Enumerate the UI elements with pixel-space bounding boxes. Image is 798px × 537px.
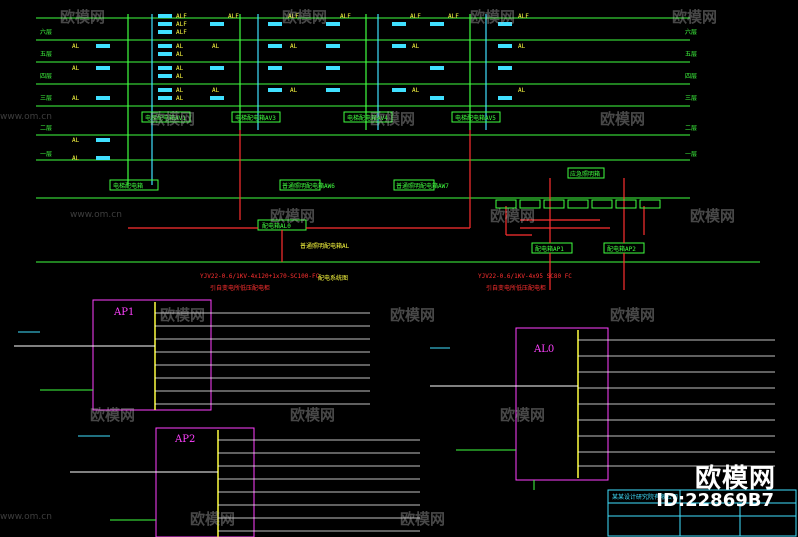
svg-text:AL: AL [290, 43, 298, 50]
al0-circuits [578, 339, 775, 467]
svg-text:AL: AL [212, 43, 220, 50]
svg-text:AL: AL [176, 87, 184, 94]
svg-text:ALF: ALF [228, 13, 239, 20]
svg-text:AL: AL [176, 43, 184, 50]
left-panel-label: 电梯配电箱 [113, 182, 143, 190]
title-block-company: 某某设计研究院有限公司 [612, 493, 678, 501]
svg-text:AL: AL [72, 155, 80, 162]
svg-text:五层: 五层 [40, 51, 52, 58]
breaker-blocks [96, 14, 512, 160]
svg-text:AL: AL [176, 95, 184, 102]
al0-title: AL0 [533, 344, 554, 355]
ap-panel-label-1: 配电箱AP1 [535, 245, 564, 253]
floor-lines [36, 17, 760, 263]
svg-text:ALF: ALF [518, 13, 529, 20]
svg-text:AL: AL [176, 73, 184, 80]
svg-text:YJV22-0.6/1KV-4x120+1x70-SC100: YJV22-0.6/1KV-4x120+1x70-SC100-FC [200, 273, 320, 280]
ap2-panel: AP2 [70, 427, 255, 537]
floor-label-3: 三层 [685, 95, 697, 102]
mid-box-label-1: 普通照明配电箱AW6 [282, 182, 335, 190]
floor-label-1: 一层 [685, 151, 697, 158]
dist-box-label-1: 电梯配电箱AV1 [145, 114, 186, 122]
red-notes: YJV22-0.6/1KV-4x120+1x70-SC100-FC 引自变电所低… [200, 242, 572, 292]
ap-breaker-row [495, 199, 661, 209]
red-feeders [128, 130, 645, 290]
ap2-circuits [218, 439, 420, 532]
svg-text:ALF: ALF [448, 13, 459, 20]
svg-text:ALF: ALF [410, 13, 421, 20]
cyan-annotations [18, 331, 450, 437]
dist-box-label-3: 电梯配电箱AV4 [347, 114, 388, 122]
dist-box-label-4: 电梯配电箱AV5 [455, 114, 496, 122]
riser-box-labels: 电梯配电箱AV1 电梯配电箱AV3 电梯配电箱AV4 电梯配电箱AV5 电梯配电… [113, 114, 636, 253]
svg-text:AL: AL [176, 51, 184, 58]
floor-label-4: 四层 [685, 73, 697, 80]
floor-label-6: 六层 [685, 28, 697, 36]
svg-text:AL: AL [412, 43, 420, 50]
note-right: 引自变电所低压配电柜 [486, 284, 546, 292]
svg-text:AL: AL [518, 43, 526, 50]
dist-box-label-2: 电梯配电箱AV3 [235, 114, 276, 122]
floor-label-5: 五层 [685, 51, 697, 58]
top-box-label: 应急照明箱 [570, 170, 600, 178]
main-panel-label: 配电箱AL0 [262, 222, 291, 230]
svg-text:AL: AL [518, 87, 526, 94]
svg-text:ALF: ALF [340, 13, 351, 20]
svg-text:普通照明配电箱AL: 普通照明配电箱AL [300, 242, 350, 250]
svg-text:ALF: ALF [176, 13, 187, 20]
svg-text:AL: AL [72, 137, 80, 144]
floor-label-2: 二层 [685, 125, 697, 132]
svg-text:四层: 四层 [40, 73, 52, 80]
ap-panel-label-2: 配电箱AP2 [607, 245, 636, 253]
svg-text:AL: AL [290, 87, 298, 94]
svg-text:二层: 二层 [40, 125, 52, 132]
svg-text:ALF: ALF [176, 21, 187, 28]
floor-label-group: 六层 五层 四层 三层 二层 一层 六层 五层 四层 三层 二层 一层 [40, 28, 697, 158]
watermark-url: www.om.cn [0, 112, 52, 122]
title-block [607, 489, 797, 537]
svg-text:AL: AL [212, 87, 220, 94]
note-left: 引自变电所低压配电柜 [210, 284, 270, 292]
watermark-url: www.om.cn [70, 210, 122, 220]
svg-text:AL: AL [72, 95, 80, 102]
svg-text:AL: AL [72, 43, 80, 50]
svg-text:AL: AL [176, 65, 184, 72]
brand-name: 欧模网 [694, 464, 776, 494]
ap1-circuits [155, 312, 370, 405]
ap2-title: AP2 [174, 434, 195, 445]
watermark-url: www.om.cn [0, 512, 52, 522]
svg-text:ALF: ALF [288, 13, 299, 20]
ap1-title: AP1 [113, 307, 134, 318]
svg-text:一层: 一层 [40, 151, 52, 158]
svg-text:AL: AL [412, 87, 420, 94]
svg-text:YJV22-0.6/1KV-4x95 SC80 FC: YJV22-0.6/1KV-4x95 SC80 FC [478, 273, 572, 280]
svg-text:ALF: ALF [176, 29, 187, 36]
svg-text:六层: 六层 [40, 28, 52, 36]
ap1-panel: AP1 [14, 299, 212, 411]
svg-text:AL: AL [72, 65, 80, 72]
brand-id: ID:22869B7 [656, 490, 774, 511]
cyan-risers [151, 14, 487, 185]
vertical-risers [127, 14, 471, 185]
svg-text:三层: 三层 [40, 95, 52, 102]
center-title: 配电系统图 [318, 274, 348, 282]
mid-box-label-2: 普通照明配电箱AW7 [396, 182, 449, 190]
